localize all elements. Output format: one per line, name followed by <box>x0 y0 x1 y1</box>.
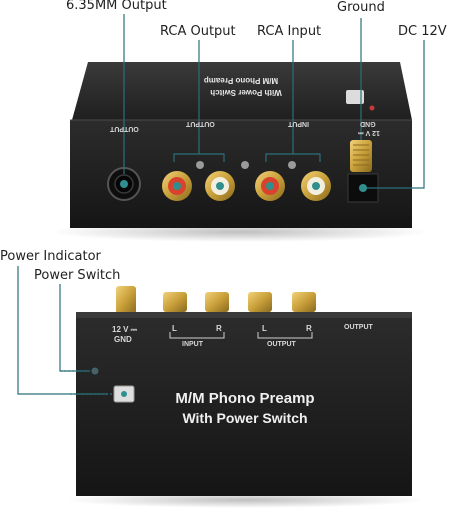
front-label-output-l: L <box>262 324 267 333</box>
rear-label-12v: 12 V ⎓ <box>358 129 380 136</box>
rear-title-line1: M/M Phono Preamp <box>203 76 279 85</box>
screw-2 <box>241 161 249 169</box>
screw-3 <box>288 161 296 169</box>
front-label-input-r: R <box>216 324 222 333</box>
rear-label-output: OUTPUT <box>186 120 215 127</box>
front-label-input-l: L <box>172 324 177 333</box>
label-dc-12v: DC 12V <box>398 24 447 39</box>
device-front-body <box>76 312 412 496</box>
label-rca-input: RCA Input <box>257 24 322 39</box>
rear-title-line2: With Power Switch <box>210 88 282 97</box>
rear-label-output-jack: OUTPUT <box>110 125 139 132</box>
rear-view-device <box>50 62 430 242</box>
rca-out-left-rear <box>205 171 235 201</box>
front-label-input: INPUT <box>182 341 203 348</box>
rca-in-right-rear <box>255 171 285 201</box>
ground-knob-rear <box>350 140 372 172</box>
front-label-output-jack: OUTPUT <box>344 324 373 331</box>
callout-lines-top <box>123 14 425 189</box>
label-power-indicator: Power Indicator <box>0 249 101 264</box>
jack-635-rear <box>107 167 141 201</box>
power-indicator-led <box>91 367 99 375</box>
rca-in-l-front <box>163 292 187 312</box>
front-title-line2: With Power Switch <box>182 410 308 426</box>
screw-1 <box>196 161 204 169</box>
rca-in-r-front <box>205 292 229 312</box>
device-top-surface <box>72 62 412 120</box>
front-label-12v: 12 V ⎓ <box>112 325 138 334</box>
ground-knob-front <box>116 286 136 314</box>
front-label-gnd: GND <box>114 335 132 344</box>
front-label-output: OUTPUT <box>267 341 296 348</box>
rear-label-input: INPUT <box>288 120 309 127</box>
label-635mm-output: 6.35MM Output <box>66 0 167 13</box>
label-power-switch: Power Switch <box>34 268 121 283</box>
front-view-device <box>65 286 425 508</box>
rca-out-right-rear <box>162 171 192 201</box>
label-ground: Ground <box>337 0 385 15</box>
power-led-top <box>369 105 375 111</box>
rca-in-left-rear <box>301 171 331 201</box>
front-label-output-r: R <box>306 324 312 333</box>
front-title-line1: M/M Phono Preamp <box>175 390 315 407</box>
rear-label-gnd: GND <box>360 120 376 127</box>
power-switch-top <box>346 90 364 104</box>
rca-out-r-front <box>292 292 316 312</box>
rca-out-l-front <box>248 292 272 312</box>
callout-lines-bottom <box>17 266 112 395</box>
label-rca-output: RCA Output <box>160 24 236 39</box>
